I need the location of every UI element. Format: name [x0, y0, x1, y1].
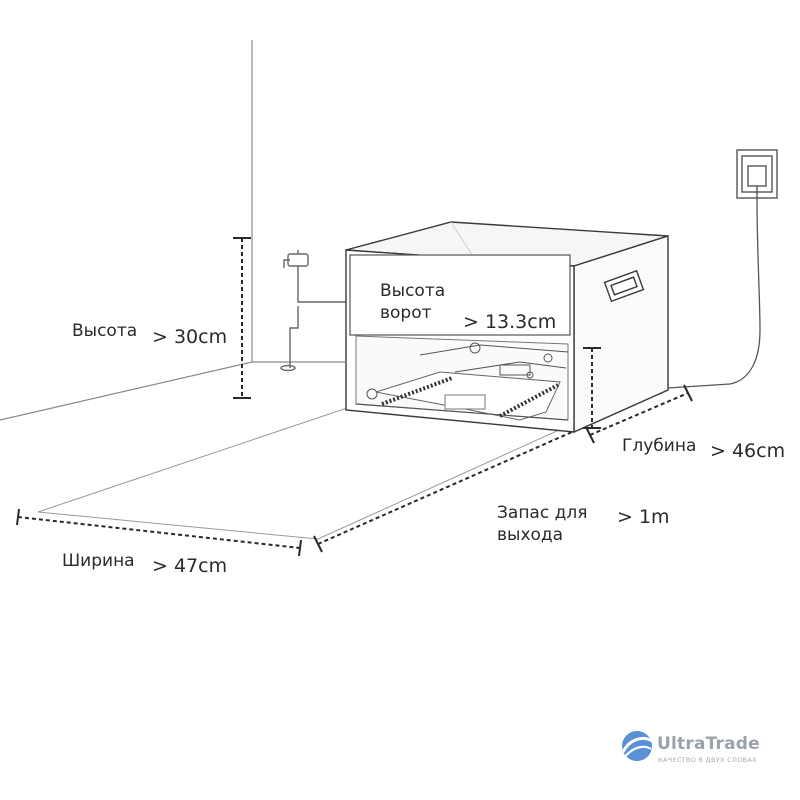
floor-clearance-area [37, 406, 570, 540]
gate-height-label-line2: ворот [380, 303, 432, 323]
watermark-tagline: КАЧЕСТВО В ДВУХ СЛОВАХ [658, 756, 757, 764]
gate-height-label-line1: Высота [380, 281, 446, 301]
gate-height-value: > 13.3cm [463, 311, 557, 333]
height-label: Высота [72, 321, 138, 341]
ultratrade-logo-icon [621, 731, 653, 761]
power-socket-icon [667, 149, 778, 389]
clearance-value: > 1m [617, 506, 670, 528]
depth-value: > 46cm [710, 440, 786, 462]
room-lines [0, 40, 345, 421]
station-mechanism [366, 342, 569, 400]
height-value: > 30cm [152, 326, 228, 348]
base-station [345, 221, 669, 434]
clearance-label-line2: выхода [497, 525, 564, 545]
width-label: Ширина [62, 551, 135, 571]
depth-label: Глубина [622, 436, 697, 456]
width-value: > 47cm [152, 555, 228, 577]
charging-strips [381, 376, 559, 418]
watermark-name: UltraTrade [657, 734, 760, 754]
clearance-label-line1: Запас для [497, 503, 588, 523]
water-tap-icon [280, 250, 348, 372]
dimension-lines [16, 237, 693, 557]
